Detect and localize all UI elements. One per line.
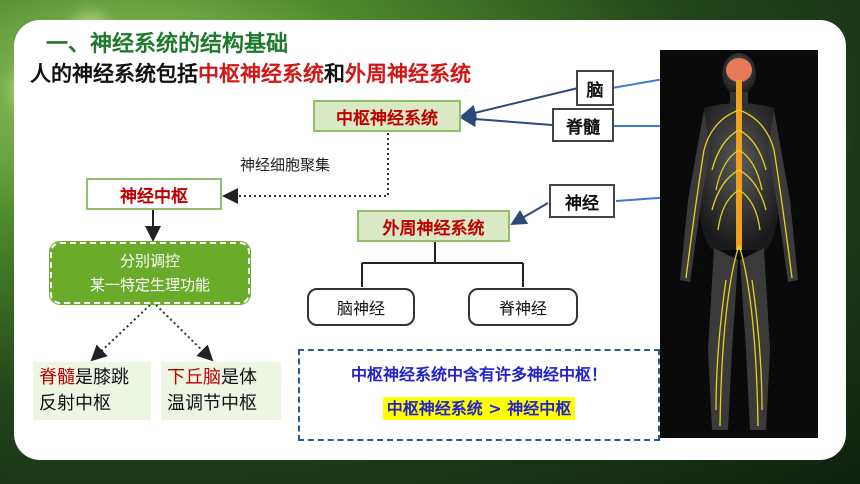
nervous-system-figure bbox=[660, 50, 818, 438]
hypothalamus-example: 下丘脑是体温调节中枢 bbox=[161, 362, 281, 420]
intro-sentence: 人的神经系统包括中枢神经系统和外周神经系统 bbox=[30, 62, 471, 86]
section-title: 一、神经系统的结构基础 bbox=[46, 32, 289, 57]
spinal-cord-label: 脊髓 bbox=[552, 108, 614, 142]
note-line2: 中枢神经系统 > 神经中枢 bbox=[382, 397, 576, 420]
spinal-nerve-box: 脊神经 bbox=[468, 288, 578, 326]
brain-label: 脑 bbox=[576, 70, 614, 106]
pns-box: 外周神经系统 bbox=[357, 210, 510, 242]
human-nervous-system-illustration bbox=[680, 53, 798, 430]
nerve-label: 神经 bbox=[549, 184, 615, 218]
function-box: 分别调控某一特定生理功能 bbox=[49, 241, 251, 305]
note-box: 中枢神经系统中含有许多神经中枢！ 中枢神经系统 > 神经中枢 bbox=[298, 349, 660, 441]
nerve-center-box: 神经中枢 bbox=[86, 178, 222, 210]
spinal-cord-example: 脊髓是膝跳反射中枢 bbox=[33, 362, 151, 420]
brain-nerve-box: 脑神经 bbox=[307, 288, 415, 326]
note-line1: 中枢神经系统中含有许多神经中枢！ bbox=[350, 365, 607, 384]
cell-cluster-label: 神经细胞聚集 bbox=[240, 156, 331, 174]
cns-box: 中枢神经系统 bbox=[313, 100, 461, 132]
